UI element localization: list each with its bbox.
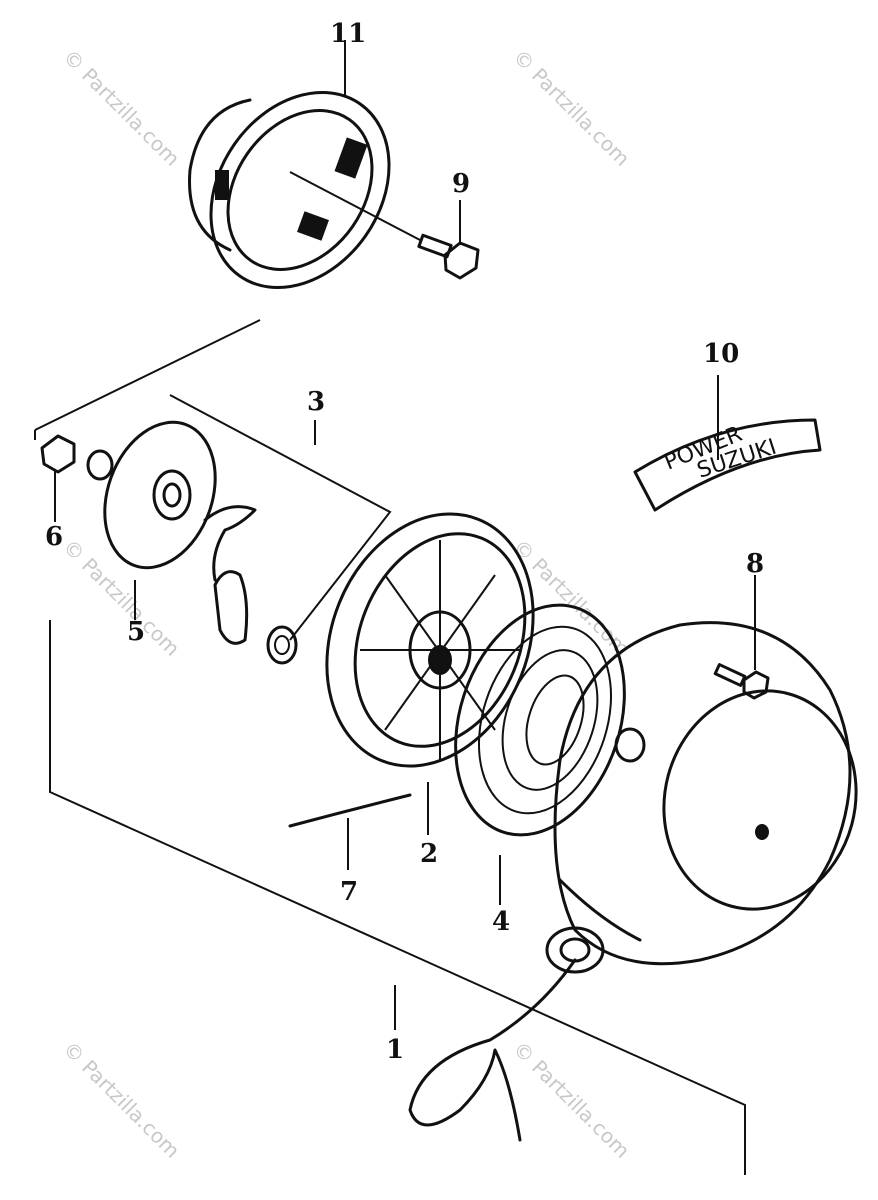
rope-part xyxy=(288,793,412,828)
callout-1: 1 xyxy=(386,1035,404,1065)
starter-cup-part xyxy=(188,91,421,289)
watermark: © Partzilla.com xyxy=(58,535,184,661)
callout-8: 8 xyxy=(746,549,764,579)
ratchet-assembly-part xyxy=(103,420,298,665)
spring-part xyxy=(454,603,626,837)
callout-7: 7 xyxy=(340,877,358,907)
callout-6: 6 xyxy=(45,522,63,552)
bolt-part xyxy=(417,233,480,280)
watermark: © Partzilla.com xyxy=(58,45,184,171)
watermark: © Partzilla.com xyxy=(508,1037,634,1163)
assembly-lines xyxy=(34,40,756,1175)
callout-11: 11 xyxy=(330,19,366,49)
watermark: © Partzilla.com xyxy=(508,45,634,171)
watermark: © Partzilla.com xyxy=(58,1037,184,1163)
callout-labels: 11 9 10 3 6 5 8 2 7 4 1 xyxy=(45,19,764,1065)
starter-case-part xyxy=(408,621,858,1142)
small-bolt-part xyxy=(713,663,770,700)
callout-9: 9 xyxy=(452,169,470,199)
callout-3: 3 xyxy=(307,387,325,417)
callout-2: 2 xyxy=(420,839,438,869)
callout-10: 10 xyxy=(703,339,739,369)
decal-part: POWER SUZUKI xyxy=(633,418,822,512)
watermark: © Partzilla.com xyxy=(508,535,634,661)
nut-part xyxy=(40,434,114,481)
callout-4: 4 xyxy=(492,907,510,937)
callout-5: 5 xyxy=(127,617,145,647)
reel-part xyxy=(325,512,535,768)
